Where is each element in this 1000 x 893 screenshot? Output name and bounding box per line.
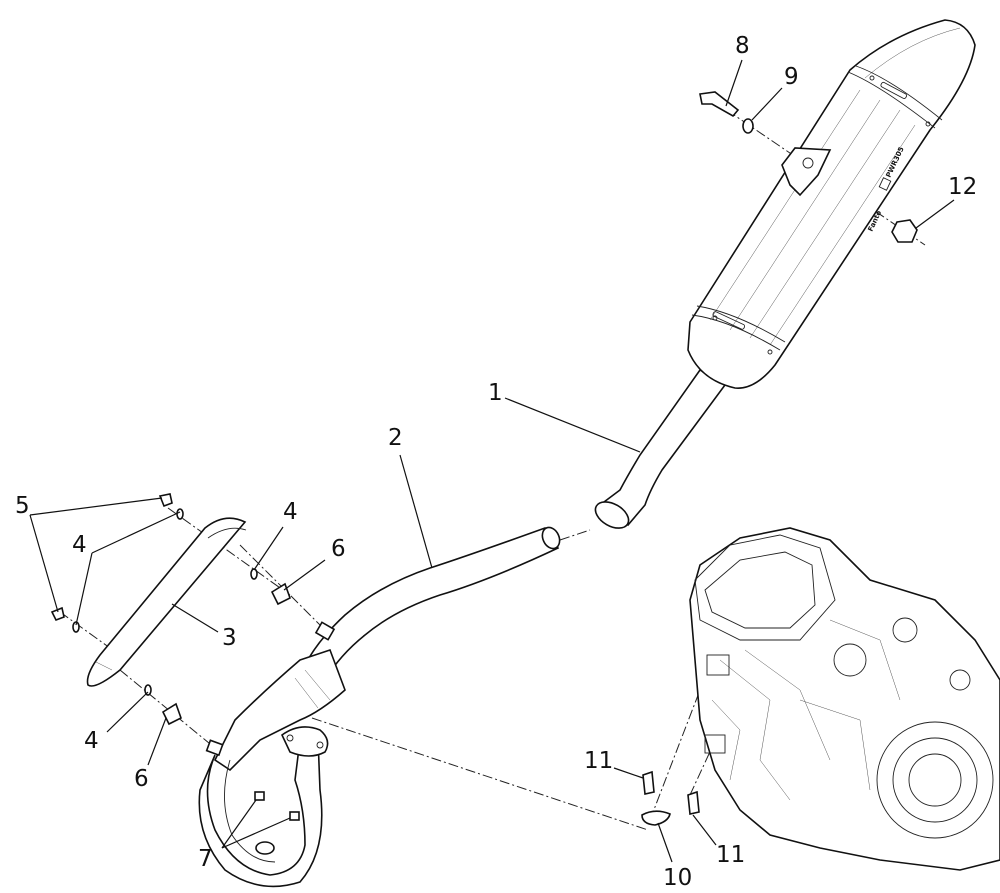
callout-1: 1: [488, 380, 503, 406]
callout-4b: 4: [283, 499, 298, 525]
callout-2: 2: [388, 425, 403, 451]
engine-studs: [641, 770, 700, 826]
callout-3: 3: [222, 625, 237, 651]
callout-11b: 11: [716, 842, 745, 868]
washer-icon: [144, 684, 152, 696]
callout-5: 5: [15, 493, 30, 519]
callout-10: 10: [663, 865, 692, 888]
lug-icon: [289, 811, 300, 821]
washer-9-icon: [742, 118, 754, 134]
engine-block: [689, 527, 1000, 871]
stud-icon: [687, 790, 700, 815]
nut-12-icon: [891, 219, 918, 243]
stud-icon: [642, 770, 655, 795]
callouts: 1 2 3 4 4 4 5 6 6 7 8 9 10 11 11 12: [15, 33, 977, 891]
bung-icon: [255, 841, 275, 855]
leader-lines: [29, 59, 955, 863]
callout-12: 12: [948, 174, 977, 200]
fasteners-left: [50, 493, 291, 726]
washer-icon: [72, 621, 80, 633]
callout-11a: 11: [584, 748, 613, 774]
bolt-8-icon: [699, 91, 740, 118]
header-pipe: [198, 526, 561, 888]
callout-4a: 4: [72, 532, 87, 558]
callout-6a: 6: [331, 536, 346, 562]
callout-7: 7: [198, 846, 213, 872]
callout-6b: 6: [134, 766, 149, 792]
bolt-icon: [158, 493, 173, 508]
brand-logo-icon: [878, 177, 892, 191]
washer-icon: [250, 568, 258, 580]
bolt-icon: [50, 606, 65, 622]
muffler-assembly: Fanto PWR305: [594, 19, 976, 529]
callout-4c: 4: [84, 728, 99, 754]
callout-8: 8: [735, 33, 750, 59]
lug-icon: [254, 791, 265, 801]
washer-icon: [176, 508, 184, 520]
fasteners-muffler: [699, 91, 918, 243]
gasket-icon: [641, 810, 671, 826]
callout-9: 9: [784, 64, 799, 90]
heat-shield: [86, 517, 247, 687]
clip-icon: [161, 702, 182, 726]
